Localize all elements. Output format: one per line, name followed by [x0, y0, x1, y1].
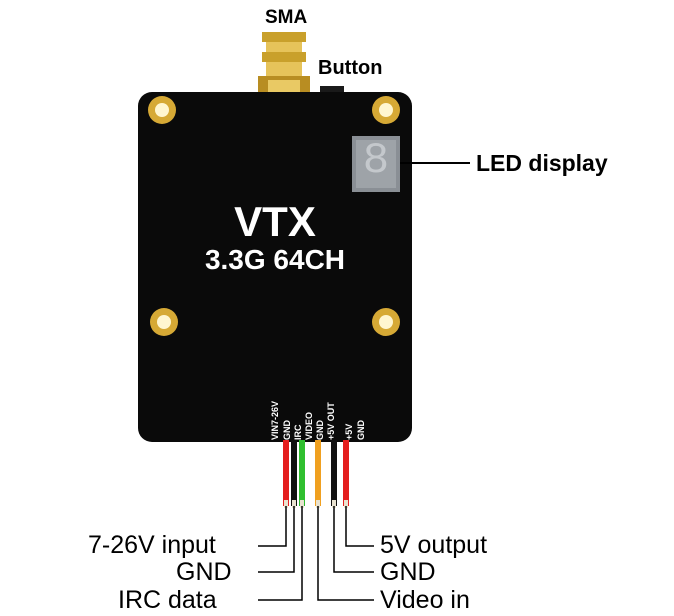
wire-label-left: GND: [176, 558, 232, 586]
wire-label-right: 5V output: [380, 531, 488, 559]
sma-connector-icon: [258, 32, 310, 102]
wire: [291, 440, 297, 506]
pin-label: VIN7-26V: [270, 400, 280, 440]
wire: [315, 440, 321, 506]
led-digit: 8: [362, 136, 390, 186]
wire-label-left: 7-26V input: [88, 531, 216, 559]
pin-label: GND: [356, 420, 366, 440]
wire-tip: [292, 500, 296, 508]
wire-label-left: IRC data: [118, 586, 217, 614]
pin-label: IRC: [293, 424, 303, 441]
board-title: VTX: [234, 198, 316, 245]
wire-tip: [332, 500, 336, 508]
wire-label-right: Video in: [380, 586, 470, 614]
button-label: Button: [318, 57, 383, 79]
mounting-hole-icon: [150, 308, 178, 336]
wire: [343, 440, 349, 506]
wire: [283, 440, 289, 506]
board-subtitle: 3.3G 64CH: [204, 244, 346, 275]
led-display-label: LED display: [476, 150, 608, 176]
wire-bundle: [283, 440, 349, 508]
pin-label: +5V OUT: [326, 402, 336, 440]
leader-lines: [258, 506, 374, 601]
sma-label: SMA: [265, 7, 308, 28]
mounting-hole-icon: [372, 308, 400, 336]
wire: [299, 440, 305, 506]
wire-tip: [344, 500, 348, 508]
wire: [331, 440, 337, 506]
mounting-hole-icon: [148, 96, 176, 124]
wire-tip: [316, 500, 320, 508]
wire-tip: [284, 500, 288, 508]
pin-label: GND: [315, 420, 325, 440]
mounting-hole-icon: [372, 96, 400, 124]
pin-label: VIDEO: [304, 411, 314, 440]
pin-label: GND: [282, 420, 292, 440]
wire-label-right: GND: [380, 558, 436, 586]
wire-tip: [300, 500, 304, 508]
vtx-board: [138, 92, 412, 442]
pin-label: +5V: [344, 423, 354, 440]
